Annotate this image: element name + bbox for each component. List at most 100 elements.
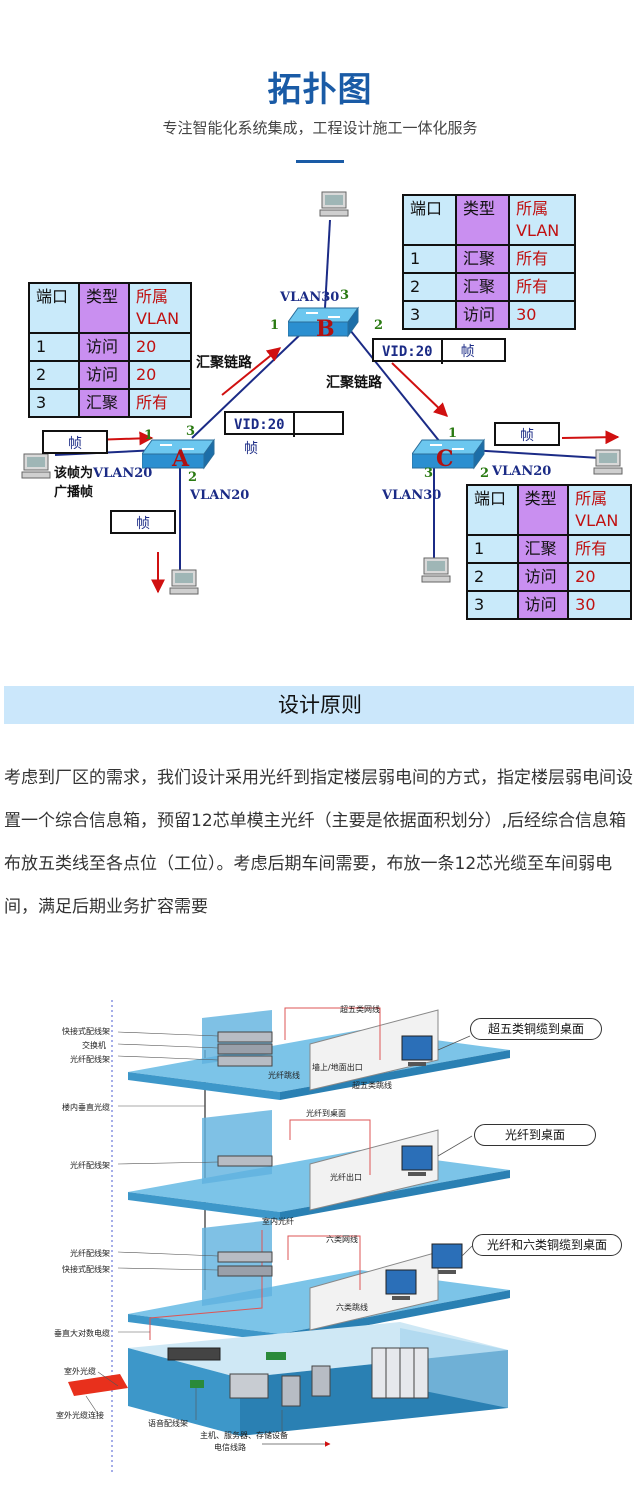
cell: 访问 — [77, 360, 130, 390]
port-c3: 3 — [424, 466, 434, 481]
th-port: 端口 — [28, 282, 80, 334]
switch-c-label: C — [436, 446, 454, 472]
cell: 所有 — [567, 534, 632, 564]
port-b3: 3 — [340, 288, 350, 303]
port-c2: 2 — [480, 466, 490, 481]
label-cat5e-cable: 超五类网线 — [340, 1005, 380, 1014]
page-title: 拓扑图 — [267, 70, 373, 110]
th-type: 类型 — [455, 194, 511, 246]
th-port: 端口 — [401, 194, 458, 246]
cell: 2 — [28, 360, 80, 390]
label-fiber-patch-panel-1: 光纤配线架 — [70, 1055, 110, 1064]
callout-fiber-cat6-to-desk: 光纤和六类铜缆到桌面 — [472, 1234, 622, 1256]
vlan-label-c2: VLAN20 — [492, 464, 552, 479]
cell: 1 — [28, 332, 80, 362]
frame-egress-c: 帧 — [494, 422, 560, 446]
link-b-top-pc — [324, 219, 331, 309]
vlan-label-b3: VLAN30 — [280, 290, 340, 305]
label-vertical-multipair: 垂直大对数电缆 — [54, 1329, 110, 1338]
cell: 访问 — [455, 300, 511, 330]
computer-a2-icon — [169, 569, 199, 595]
label-cat6-cable: 六类网线 — [326, 1235, 358, 1244]
vid-tag: VID:20 — [226, 413, 295, 437]
label-cat5e-jumper: 超五类跳线 — [352, 1081, 392, 1090]
building-cabling-diagram — [68, 1000, 510, 1475]
cell: 汇聚 — [455, 272, 511, 302]
th-vlan: 所属 VLAN — [127, 282, 193, 334]
page-subtitle: 专注智能化系统集成，工程设计施工一体化服务 — [162, 119, 478, 137]
computer-a1-icon — [21, 453, 51, 479]
port-a3: 3 — [186, 424, 196, 439]
vid-tag: VID:20 — [374, 340, 443, 364]
frame-ingress: 帧 — [42, 430, 108, 454]
switch-c-icon — [412, 438, 485, 470]
cell: 汇聚 — [77, 388, 130, 418]
port-b2: 2 — [374, 318, 384, 333]
computer-c1-icon — [593, 449, 623, 475]
frame-tagged-bc: VID:20 帧 — [372, 338, 506, 364]
link-c-pc — [469, 449, 601, 459]
label-quick-patch-panel-1: 快接式配线架 — [62, 1027, 110, 1036]
cell: 20 — [567, 562, 632, 592]
callout-fiber-to-desk: 光纤到桌面 — [474, 1124, 596, 1146]
link-label-right: 汇聚链路 — [326, 375, 382, 391]
label-cat6-jumper: 六类跳线 — [336, 1303, 368, 1312]
port-a1: 1 — [144, 428, 154, 443]
cell: 访问 — [516, 590, 570, 620]
label-fiber-patch-panel-3: 光纤配线架 — [70, 1249, 110, 1258]
broadcast-note-vlan: VLAN20 — [93, 466, 153, 481]
switch-b-icon — [288, 306, 359, 338]
computer-top-icon — [319, 191, 349, 217]
table-header-row: 端口类型所属 VLAN — [401, 194, 576, 246]
th-type: 类型 — [516, 484, 570, 536]
cell: 1 — [401, 244, 458, 274]
cell: 30 — [567, 590, 632, 620]
label-vertical-fiber: 楼内垂直光缆 — [62, 1103, 110, 1112]
th-vlan: 所属 VLAN — [567, 484, 632, 536]
cell: 20 — [127, 332, 193, 362]
frame-label: 帧 — [460, 344, 475, 360]
vlan-label-a2: VLAN20 — [190, 488, 250, 503]
link-label-left: 汇聚链路 — [196, 355, 252, 371]
cell: 30 — [508, 300, 576, 330]
cell: 所有 — [127, 388, 193, 418]
label-fiber-patch-panel-2: 光纤配线架 — [70, 1161, 110, 1170]
cell: 2 — [466, 562, 519, 592]
cell: 所有 — [508, 272, 576, 302]
label-fiber-jumper: 光纤跳线 — [268, 1071, 300, 1080]
computer-c2-icon — [421, 557, 451, 583]
cell: 所有 — [508, 244, 576, 274]
table-header-row: 端口类型所属 VLAN — [466, 484, 632, 536]
table-header-row: 端口类型所属 VLAN — [28, 282, 193, 334]
link-b-c — [349, 329, 441, 443]
switch-b-label: B — [316, 316, 335, 342]
broadcast-note: 该帧为VLAN20 广播帧 — [54, 462, 152, 500]
frame-tagged-ab: VID:20 帧 — [224, 411, 344, 457]
callout-cat5e-to-desk: 超五类铜缆到桌面 — [470, 1018, 602, 1040]
topology-links — [54, 219, 620, 594]
th-type: 类型 — [77, 282, 130, 334]
title-underline — [296, 160, 344, 163]
th-port: 端口 — [466, 484, 519, 536]
label-fiber-to-desk-inline: 光纤到桌面 — [306, 1109, 346, 1118]
switch-a-icon — [142, 438, 215, 470]
label-outdoor-fiber-link: 室外光缆连接 — [56, 1411, 104, 1420]
cell: 3 — [28, 388, 80, 418]
port-c1: 1 — [448, 426, 458, 441]
frame-label: 帧 — [244, 441, 258, 457]
label-hosts-servers-storage: 主机、服务器、存储设备 — [200, 1431, 288, 1440]
section-title: 设计原则 — [278, 693, 362, 717]
cell: 访问 — [77, 332, 130, 362]
cell: 访问 — [516, 562, 570, 592]
vlan-label-c3: VLAN30 — [382, 488, 442, 503]
